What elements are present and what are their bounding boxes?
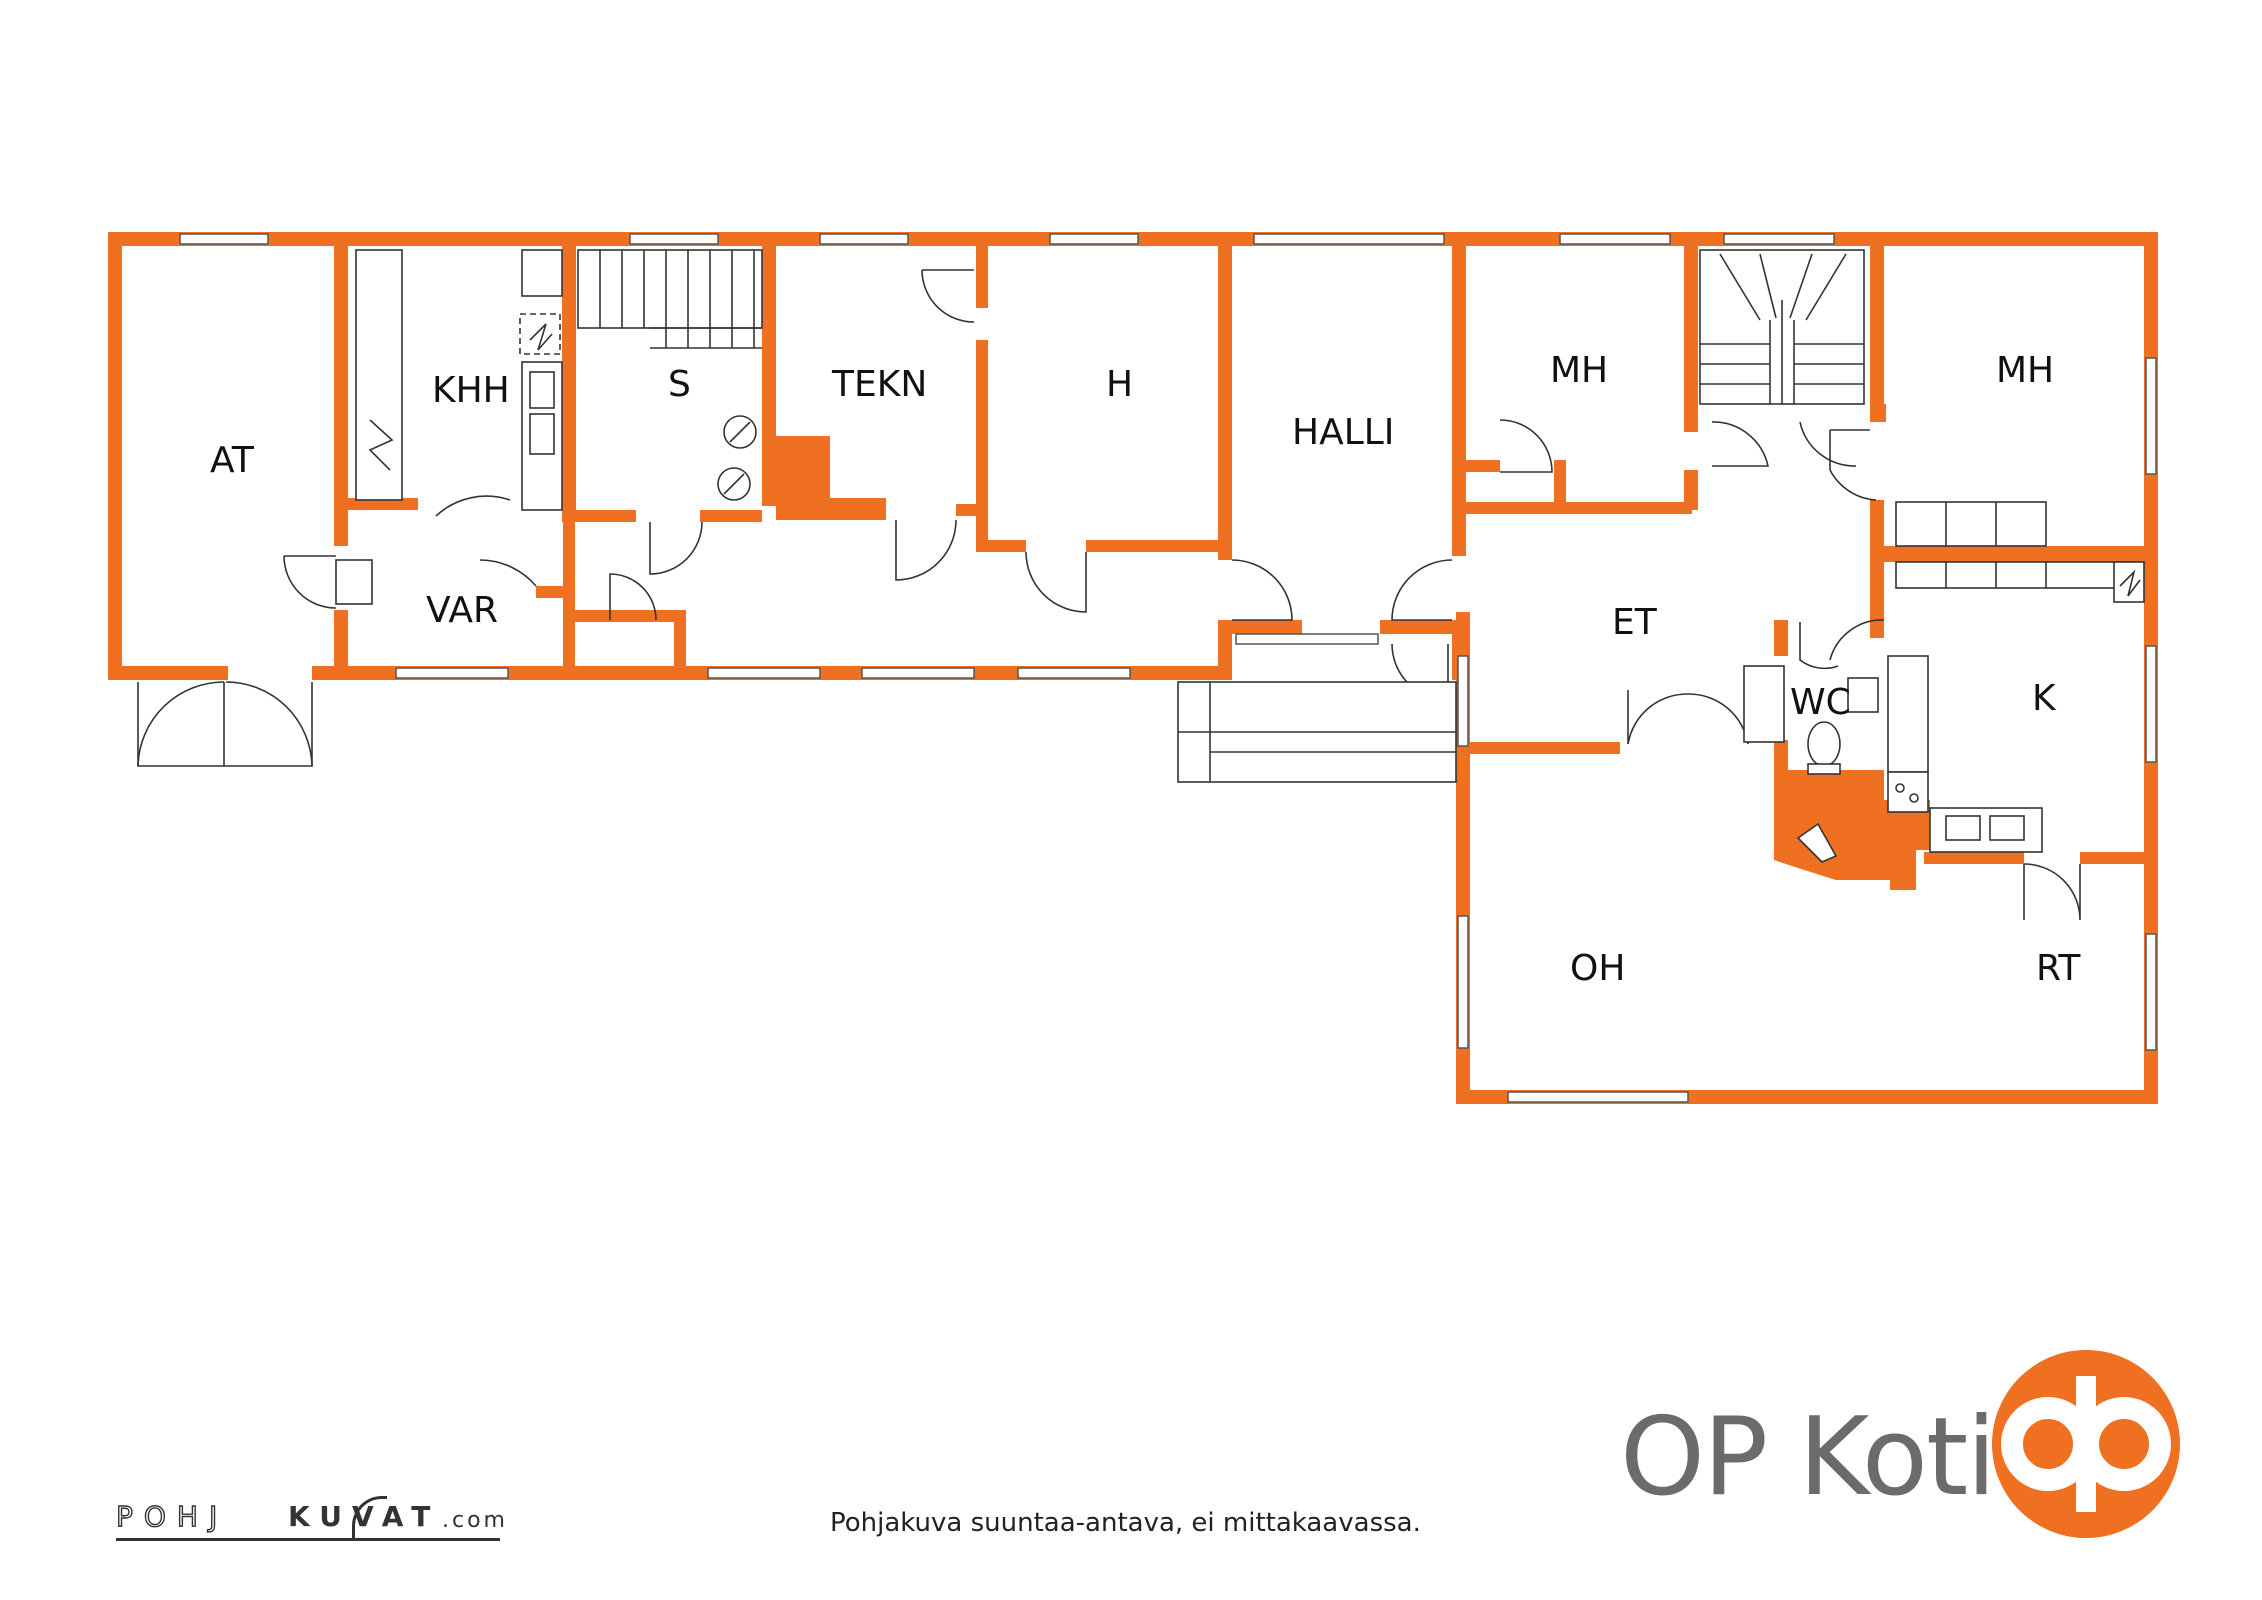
- maker-logo-right: KUVAT: [288, 1500, 441, 1533]
- room-label-halli: HALLI: [1292, 412, 1394, 453]
- brand-name: OP Koti: [1620, 1395, 1996, 1520]
- room-label-h: H: [1106, 364, 1133, 405]
- windows: [179, 233, 2157, 1103]
- room-label-oh: OH: [1570, 948, 1625, 989]
- disclaimer-note: Pohjakuva suuntaa-antava, ei mittakaavas…: [830, 1508, 1421, 1538]
- op-logo-icon: [1992, 1350, 2180, 1538]
- maker-logo-left: POHJ: [115, 1499, 229, 1533]
- room-label-tekn: TEKN: [831, 364, 927, 405]
- room-label-wc: WC: [1790, 682, 1851, 723]
- doors: [137, 269, 2081, 921]
- stairs-main: [1699, 249, 1865, 405]
- room-label-mh-2: MH: [1996, 350, 2054, 391]
- maker-logo-domain: .com: [442, 1508, 508, 1533]
- room-label-khh: KHH: [432, 370, 510, 411]
- room-label-et: ET: [1612, 602, 1658, 643]
- room-label-at: AT: [210, 440, 255, 481]
- room-labels: AT KHH S TEKN H HALLI MH MH VAR ET WC K …: [210, 350, 2081, 989]
- room-label-mh-1: MH: [1550, 350, 1608, 391]
- stairs-s: [577, 249, 763, 349]
- fixtures: [355, 249, 2145, 863]
- maker-logo-underline: [116, 1538, 500, 1541]
- room-label-rt: RT: [2036, 948, 2081, 989]
- room-label-k: K: [2032, 678, 2057, 719]
- room-label-s: S: [668, 364, 691, 405]
- maker-logo-hook-icon: [352, 1496, 387, 1539]
- room-label-var: VAR: [426, 590, 498, 631]
